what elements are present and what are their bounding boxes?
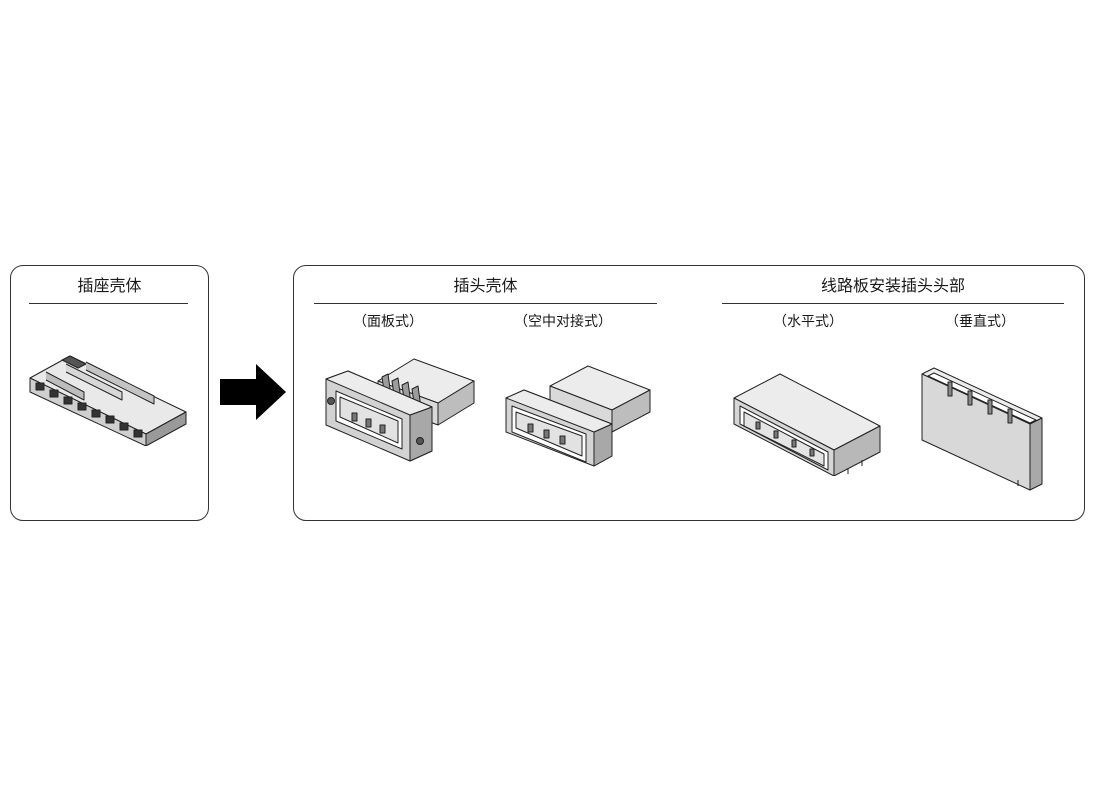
- horizontal-label: （水平式）: [773, 314, 843, 330]
- horizontal-pcb-header-icon: [733, 373, 881, 476]
- vertical-pcb-header-icon: [921, 367, 1043, 491]
- receptacle-housing-icon: [29, 355, 187, 446]
- pcb-header-title-rule: [722, 303, 1064, 304]
- right-arrow-icon: [220, 364, 286, 420]
- free-hanging-plug-housing-icon: [505, 365, 651, 467]
- free-hanging-label: （空中对接式）: [514, 314, 612, 330]
- plug-housing-title-rule: [314, 303, 657, 304]
- plug-housing-title: 插头壳体: [453, 276, 518, 295]
- receptacle-title-rule: [29, 303, 188, 304]
- vertical-label: （垂直式）: [945, 314, 1015, 330]
- panel-mount-plug-housing-icon: [325, 358, 475, 462]
- receptacle-title: 插座壳体: [77, 276, 142, 295]
- pcb-header-title: 线路板安装插头头部: [820, 276, 965, 295]
- panel-mount-label: （面板式）: [353, 314, 423, 330]
